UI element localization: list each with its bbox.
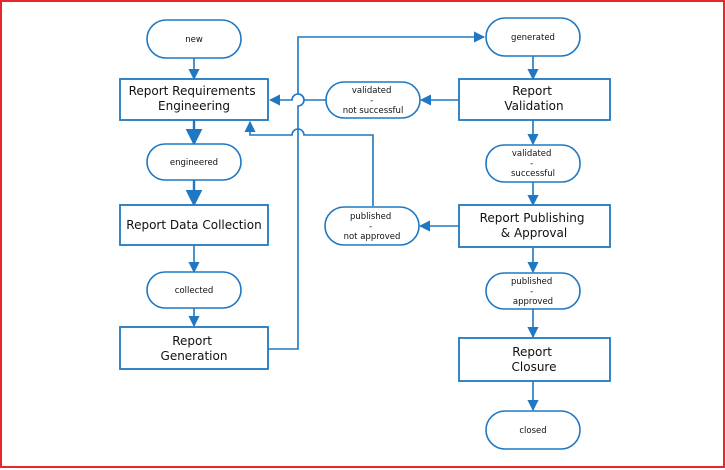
state-generated-label: generated	[511, 33, 555, 43]
state-validated-successful: validated - successful	[485, 144, 581, 183]
process-report-validation-label: Report Validation	[504, 84, 563, 113]
process-report-data-collection: Report Data Collection	[119, 204, 269, 246]
connector-validated-not-successful-to-requirements	[268, 93, 326, 106]
connector-published-not-approved-to-requirements	[244, 120, 374, 206]
state-engineered-label: engineered	[170, 158, 218, 168]
state-validated-not-successful: validated - not successful	[325, 81, 421, 119]
process-report-data-collection-label: Report Data Collection	[126, 218, 261, 232]
state-validated-not-successful-label: validated - not successful	[343, 86, 404, 116]
process-report-validation: Report Validation	[458, 78, 611, 121]
state-collected: collected	[146, 271, 242, 309]
state-new: new	[146, 19, 242, 59]
state-engineered: engineered	[146, 143, 242, 181]
state-new-label: new	[185, 35, 203, 45]
process-report-generation: Report Generation	[119, 326, 269, 370]
process-report-closure-label: Report Closure	[512, 345, 557, 374]
state-published-approved: published - approved	[485, 272, 581, 310]
process-report-publishing-approval: Report Publishing & Approval	[458, 204, 611, 248]
state-published-not-approved: published - not approved	[324, 206, 420, 246]
state-generated: generated	[485, 17, 581, 57]
process-report-closure: Report Closure	[458, 337, 611, 382]
process-report-requirements-engineering-label: Report Requirements Engineering	[129, 84, 260, 113]
state-published-approved-label: published - approved	[511, 277, 555, 307]
state-closed: closed	[485, 410, 581, 450]
process-report-requirements-engineering: Report Requirements Engineering	[119, 78, 269, 121]
process-report-generation-label: Report Generation	[161, 334, 228, 363]
state-published-not-approved-label: published - not approved	[344, 212, 401, 242]
state-validated-successful-label: validated - successful	[511, 149, 555, 179]
process-report-publishing-approval-label: Report Publishing & Approval	[480, 211, 589, 240]
state-closed-label: closed	[519, 426, 546, 436]
connectors	[185, 31, 539, 412]
state-collected-label: collected	[175, 286, 213, 296]
